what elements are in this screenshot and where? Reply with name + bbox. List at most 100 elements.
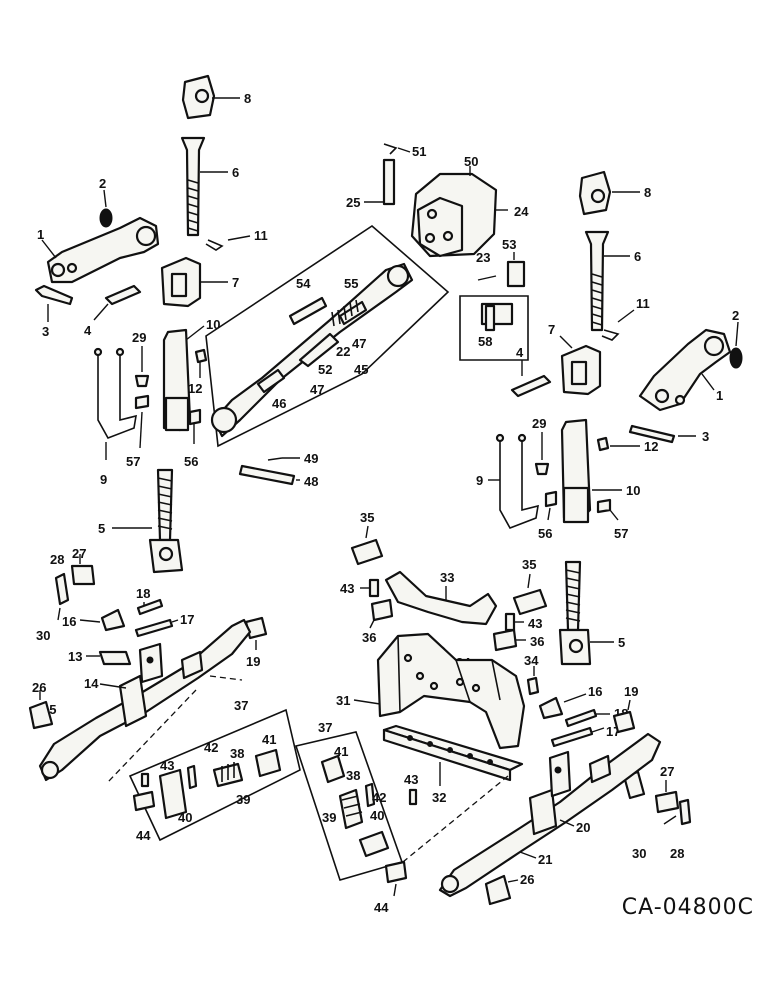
callout-52: 52 [318, 362, 332, 377]
callout-20: 20 [576, 820, 590, 835]
pin-27-28-30-right [654, 780, 692, 826]
clip-11-left [205, 235, 251, 251]
guard-26-left [28, 690, 54, 730]
callout-41b: 41 [334, 744, 348, 759]
callout-39b: 39 [322, 810, 336, 825]
callout-33: 33 [440, 570, 454, 585]
callout-7a: 7 [232, 275, 239, 290]
pin-27-28-30-left [54, 554, 96, 621]
callout-19a: 19 [246, 654, 260, 669]
callout-57b: 57 [614, 526, 628, 541]
callout-44b: 44 [374, 900, 389, 915]
callout-2b: 2 [732, 308, 739, 323]
pin-3-left [34, 284, 74, 322]
callout-21: 21 [538, 852, 552, 867]
pin-35-right [512, 573, 548, 616]
tube-10-right [560, 418, 622, 524]
clip-11-right [601, 309, 635, 341]
rod-9-left [93, 347, 137, 460]
pin-36-left [369, 598, 394, 629]
callout-27b: 27 [660, 764, 674, 779]
bolt-43-44-right [384, 788, 418, 897]
support-frame-31 [353, 632, 526, 750]
lift-screw-5-left [112, 468, 184, 574]
callout-23: 23 [476, 250, 490, 265]
bolt-34-right [526, 666, 540, 696]
callout-24: 24 [514, 204, 529, 219]
parts-57-right [596, 498, 619, 521]
callout-8a: 8 [244, 91, 251, 106]
callout-22: 22 [336, 344, 350, 359]
dashed-leader-left [107, 675, 243, 783]
callout-10b: 10 [626, 483, 640, 498]
box-37-right [294, 731, 404, 881]
callout-37b: 37 [318, 720, 332, 735]
callout-12a: 12 [188, 381, 202, 396]
callout-45: 45 [354, 362, 368, 377]
callout-6a: 6 [232, 165, 239, 180]
callout-16a: 16 [62, 614, 76, 629]
pin-23-53 [477, 252, 526, 288]
guard-26-right [484, 874, 519, 906]
small-pin-29-right [534, 432, 550, 476]
yoke-7-left [160, 256, 228, 308]
callout-4b: 4 [516, 345, 524, 360]
top-link-group-box [205, 224, 450, 448]
washer-2-right [729, 321, 743, 369]
callout-47a: 47 [352, 336, 366, 351]
tube-10-left [162, 325, 205, 432]
callout-11a: 11 [254, 228, 268, 243]
nut-56-left [188, 408, 202, 444]
callout-29b: 29 [532, 416, 546, 431]
bracket-33 [384, 570, 498, 626]
callout-26a: 26 [32, 680, 46, 695]
lift-rod-screw-6-left [180, 136, 228, 237]
bolt-43-left [360, 578, 380, 598]
callout-7b: 7 [548, 322, 555, 337]
callout-5a: 5 [98, 521, 105, 536]
screw-12-right [596, 436, 640, 452]
callout-30b: 30 [632, 846, 646, 861]
callout-30a: 30 [36, 628, 50, 643]
callout-36b: 36 [530, 634, 544, 649]
callout-42b: 42 [372, 790, 386, 805]
callout-58: 58 [478, 334, 492, 349]
lower-link-14-15-left [38, 618, 252, 782]
clevis-block-8-left [181, 74, 240, 120]
callout-55: 55 [344, 276, 358, 291]
callout-49: 49 [304, 451, 318, 466]
box-37-left [128, 708, 301, 842]
callout-2a: 2 [99, 176, 106, 191]
callout-14: 14 [84, 676, 99, 691]
dashed-leader-right [397, 775, 509, 867]
callout-56b: 56 [538, 526, 552, 541]
callout-42a: 42 [204, 740, 218, 755]
clevis-block-8-right [578, 170, 640, 216]
pin-36-right [492, 628, 526, 652]
bracket-24-50 [410, 166, 508, 258]
bolt-43-right [504, 612, 524, 632]
lift-arm-1-right [638, 328, 732, 412]
yoke-7-right [559, 335, 602, 396]
box-58 [459, 295, 529, 361]
lift-screw-5-right [558, 560, 614, 666]
nut-56-right [544, 490, 558, 521]
callout-43c: 43 [160, 758, 174, 773]
lift-arm-1-left [41, 216, 160, 284]
callout-13a: 13 [68, 649, 82, 664]
callout-1a: 1 [37, 227, 44, 242]
lower-link-20-21-right [438, 732, 662, 898]
callout-44a: 44 [136, 828, 151, 843]
callout-51: 51 [412, 144, 426, 159]
drawing-code-label: CA-04800C [621, 895, 754, 920]
callout-46: 46 [272, 396, 286, 411]
washer-2-left [99, 189, 113, 228]
callout-40b: 40 [370, 808, 384, 823]
callout-57a: 57 [126, 454, 140, 469]
callout-26b: 26 [520, 872, 534, 887]
parts-57-left [134, 394, 150, 449]
callout-6b: 6 [634, 249, 641, 264]
callout-25: 25 [346, 195, 360, 210]
callout-3a: 3 [42, 324, 49, 339]
